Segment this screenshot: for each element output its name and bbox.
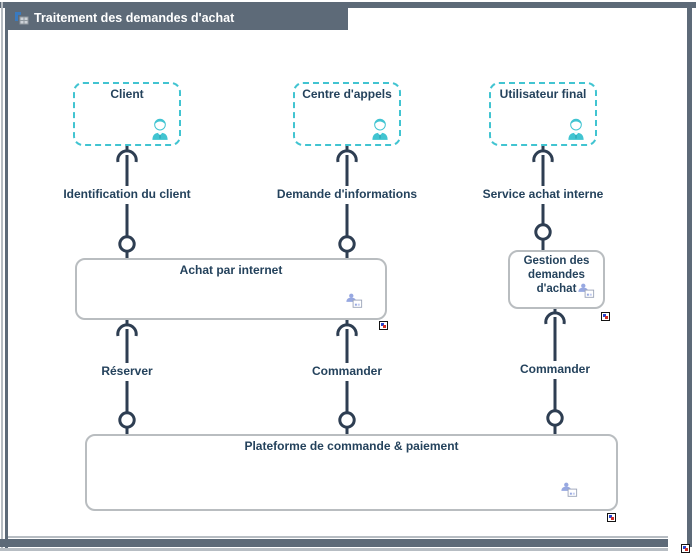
socket-ball-connector-icon [544, 308, 566, 434]
app-box-plateforme-commande-paiement[interactable]: Plateforme de commande & paiement [85, 434, 618, 511]
actor-box-client[interactable]: Client [73, 82, 181, 146]
socket-ball-connector-icon [116, 146, 138, 258]
connector-label[interactable]: Service achat interne [482, 187, 604, 201]
detail-badge-icon[interactable] [607, 513, 616, 522]
scrollbar-highlight [8, 536, 668, 538]
actor-box-utilisateur-final[interactable]: Utilisateur final [489, 82, 597, 146]
title-bar[interactable]: Traitement des demandes d'achat [8, 6, 348, 30]
window-border-top [0, 2, 696, 8]
app-box-gestion-demandes-achat[interactable]: Gestion des demandes d'achat [508, 250, 605, 309]
connector-label[interactable]: Demande d'informations [276, 187, 418, 201]
window-border-left-highlight [1, 2, 3, 551]
window-border-right [687, 2, 692, 547]
socket-ball-connector-icon [336, 146, 358, 258]
socket-ball-connector-icon [116, 320, 138, 434]
connector-commander-internet[interactable]: Commander [312, 320, 382, 434]
window-title: Traitement des demandes d'achat [34, 11, 235, 25]
horizontal-scrollbar[interactable] [0, 539, 668, 547]
connector-commander-gestion[interactable]: Commander [520, 308, 590, 434]
person-icon [152, 118, 168, 140]
connector-service-achat-interne[interactable]: Service achat interne [483, 146, 603, 250]
connector-label[interactable]: Commander [311, 364, 383, 378]
connector-label[interactable]: Réserver [101, 364, 153, 378]
app-box-achat-par-internet[interactable]: Achat par internet [75, 258, 387, 320]
person-icon [568, 118, 584, 140]
diagram-icon [15, 12, 29, 25]
detail-badge-icon[interactable] [681, 544, 690, 553]
application-icon [561, 482, 578, 497]
connector-label[interactable]: Identification du client [63, 187, 191, 201]
detail-badge-icon[interactable] [601, 312, 610, 321]
actor-label: Centre d'appels [302, 87, 392, 101]
socket-ball-connector-icon [532, 146, 554, 250]
app-label: Achat par internet [179, 263, 283, 277]
app-label: Plateforme de commande & paiement [244, 439, 459, 453]
actor-label: Utilisateur final [499, 87, 587, 101]
connector-reserver[interactable]: Réserver [101, 320, 153, 434]
connector-demande-informations[interactable]: Demande d'informations [277, 146, 417, 258]
person-icon [372, 118, 388, 140]
connector-label[interactable]: Commander [519, 362, 591, 376]
window-border-left [5, 8, 8, 548]
detail-badge-icon[interactable] [379, 321, 388, 330]
application-icon [578, 283, 595, 298]
connector-identification-du-client[interactable]: Identification du client [63, 146, 191, 258]
socket-ball-connector-icon [336, 320, 358, 434]
app-label: Gestion des demandes d'achat [523, 255, 590, 295]
actor-label: Client [110, 87, 144, 101]
actor-box-centre-appels[interactable]: Centre d'appels [293, 82, 401, 146]
scrollbar-shadow [0, 548, 668, 551]
application-icon [346, 293, 363, 308]
